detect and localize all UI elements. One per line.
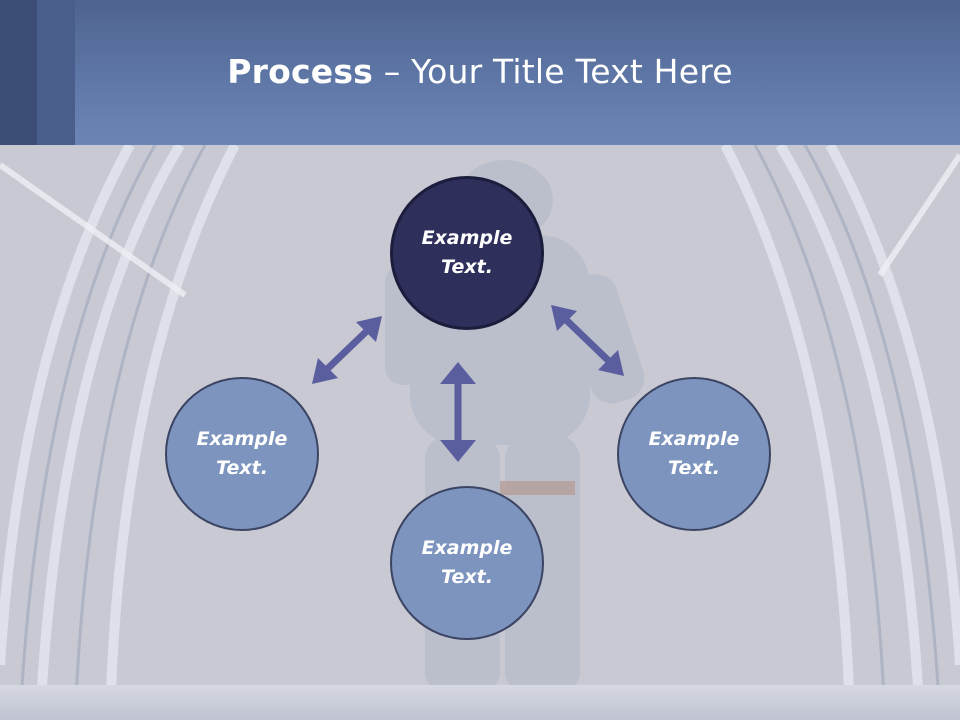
slide-title-bold: Process <box>227 52 374 91</box>
slide-title-rest: – Your Title Text Here <box>373 52 733 91</box>
process-node-center[interactable]: Example Text. <box>390 176 544 330</box>
node-text-line2: Text. <box>441 566 493 588</box>
node-text-line1: Example <box>421 227 513 249</box>
arrow-top-right <box>556 310 618 370</box>
node-text-line2: Text. <box>441 256 493 278</box>
node-text-line2: Text. <box>216 457 268 479</box>
header-accent-dark <box>0 0 37 145</box>
slide-title[interactable]: Process – Your Title Text Here <box>0 52 960 91</box>
process-node-bottom[interactable]: Example Text. <box>390 486 544 640</box>
node-text-line1: Example <box>196 428 288 450</box>
arrow-top-left <box>318 322 376 378</box>
node-text-line1: Example <box>421 537 513 559</box>
node-text-line1: Example <box>648 428 740 450</box>
process-node-right[interactable]: Example Text. <box>617 377 771 531</box>
node-text-line2: Text. <box>668 457 720 479</box>
title-bar: Process – Your Title Text Here <box>0 0 960 145</box>
header-accent-mid <box>37 0 75 145</box>
process-node-left[interactable]: Example Text. <box>165 377 319 531</box>
